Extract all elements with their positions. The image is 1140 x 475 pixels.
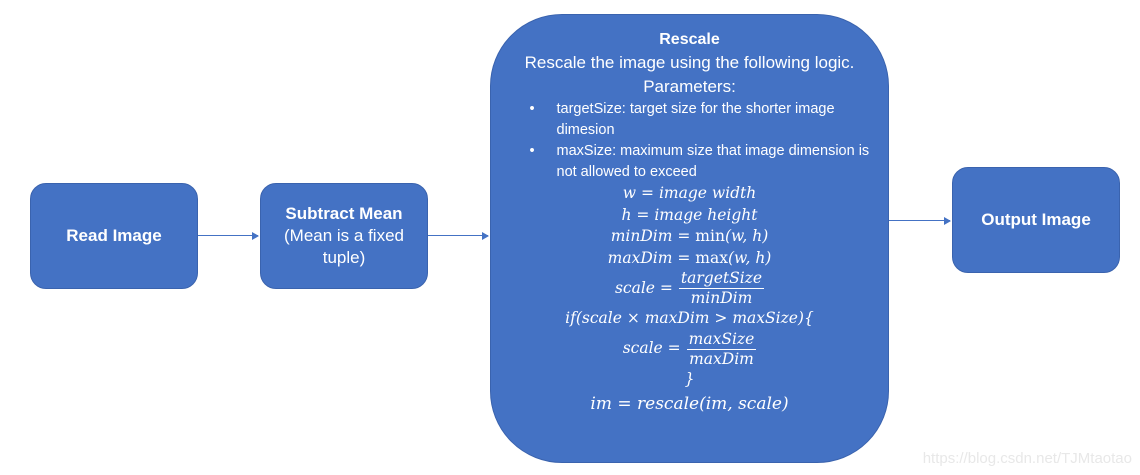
watermark: https://blog.csdn.net/TJMtaotao [922,450,1132,467]
formula-if-condition: if(scale × maxDim > maxSize){ [565,309,814,327]
arrow-read-to-subtract [198,231,259,240]
parameter-item-max-size: • maxSize: maximum size that image dimen… [505,141,875,183]
formula-w: w = image width [622,184,757,202]
node-read-image: Read Image [30,183,198,289]
arrow-rescale-to-output [889,216,951,225]
parameter-item-target-size: • targetSize: target size for the shorte… [505,99,875,141]
formula-scale-max: scale = maxSize maxDim [622,329,757,368]
node-subtract-mean: Subtract Mean (Mean is a fixed tuple) [260,183,428,289]
node-subtract-mean-title: Subtract Mean [285,204,403,223]
formula-h: h = image height [621,205,758,224]
bullet-icon: • [529,143,535,159]
node-rescale: Rescale Rescale the image using the foll… [490,14,889,463]
parameter-text: maxSize: maximum size that image dimensi… [556,143,870,180]
bullet-icon: • [529,101,535,117]
node-rescale-title: Rescale [659,31,720,48]
fraction: maxSize maxDim [686,329,757,368]
node-subtract-mean-subtitle: (Mean is a fixed tuple) [284,226,404,267]
formula-min-dim: minDim = min(w, h) [610,227,769,245]
formula-scale-target: scale = targetSize minDim [614,269,765,307]
node-rescale-description: Rescale the image using the following lo… [524,53,855,96]
formula-if-close: } [684,369,695,388]
parameter-list: • targetSize: target size for the shorte… [505,99,875,183]
arrow-subtract-to-rescale [428,231,489,240]
node-output-image: Output Image [952,167,1120,273]
formula-max-dim: maxDim = max(w, h) [607,248,772,267]
fraction: targetSize minDim [678,269,765,307]
node-read-image-title: Read Image [66,226,162,245]
parameter-text: targetSize: target size for the shorter … [556,101,835,138]
node-output-image-title: Output Image [981,210,1091,229]
formula-rescale: im = rescale(im, scale) [590,394,789,414]
